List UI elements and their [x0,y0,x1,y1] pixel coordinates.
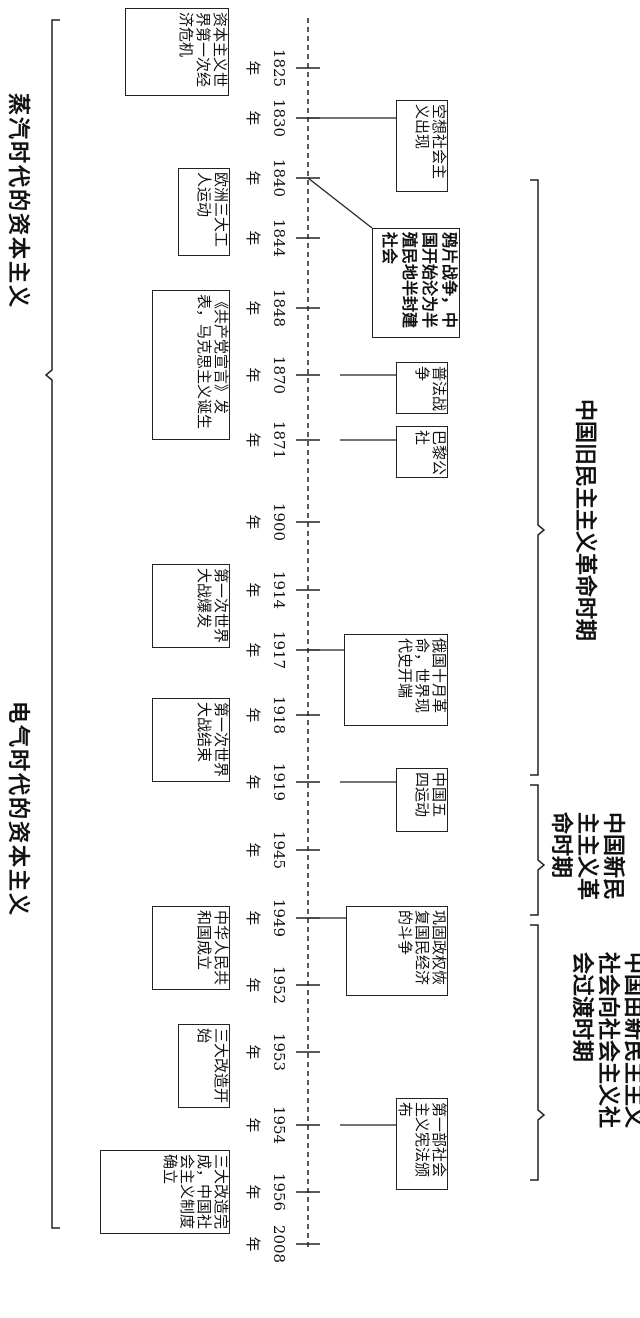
era-brace [44,19,60,1229]
year-label-1900: 1900 [270,502,288,542]
event-box-1949-right: 巩固政权恢复国民经济的斗争 [346,906,448,996]
year-unit-1956: 年 [244,1184,263,1200]
year-unit-1848: 年 [244,300,263,316]
event-box-1840-left: 欧洲三大工人运动 [178,168,230,256]
year-label-1945: 1945 [270,830,288,870]
year-unit-1900: 年 [244,514,263,530]
era-label-steam: 蒸汽时代的资本主义 [5,93,31,310]
period-label-new-democratic: 中国新民 主主义革 命时期 [548,812,626,901]
year-unit-1840: 年 [244,170,263,186]
event-box-1917: 俄国十月革命，世界现代史开端 [344,634,448,726]
year-unit-1871: 年 [244,432,263,448]
year-label-1848: 1848 [270,288,288,328]
year-unit-1919: 年 [244,774,263,790]
event-box-1840-right: 鸦片战争，中国开始沦为半殖民地半封建社会 [372,228,460,338]
year-unit-1952: 年 [244,977,263,993]
event-box-1848: 《共产党宣言》发表，马克思主义诞生 [152,290,230,440]
year-label-1949: 1949 [270,898,288,938]
year-unit-1870: 年 [244,367,263,383]
event-box-1956: 三大改造完成，中国社会主义制度确立 [100,1150,230,1234]
year-label-1871: 1871 [270,420,288,460]
year-unit-1949: 年 [244,910,263,926]
event-box-1949-left: 中华人民共和国成立 [152,906,230,990]
event-box-1954: 第一部社会主义宪法颁布 [396,1098,448,1190]
era-label-electric: 电气时代的资本主义 [5,701,31,918]
year-label-1918: 1918 [270,695,288,735]
year-unit-1914: 年 [244,582,263,598]
year-label-1840: 1840 [270,158,288,198]
year-unit-1917: 年 [244,642,263,658]
event-box-1918: 第一次世界大战结束 [152,698,230,782]
period-brace-old [530,179,546,776]
year-label-1954: 1954 [270,1105,288,1145]
year-label-1844: 1844 [270,218,288,258]
year-unit-1844: 年 [244,230,263,246]
year-unit-1945: 年 [244,842,263,858]
year-label-1825: 1825 [270,48,288,88]
year-unit-1830: 年 [244,110,263,126]
event-box-1871: 巴黎公社 [396,426,448,478]
event-box-1870: 普法战争 [396,362,448,414]
year-label-1830: 1830 [270,98,288,138]
year-label-1917: 1917 [270,630,288,670]
year-unit-1918: 年 [244,707,263,723]
year-label-1919: 1919 [270,762,288,802]
year-label-2008: 2008 [270,1224,288,1264]
year-label-1953: 1953 [270,1032,288,1072]
event-box-1953: 三大改造开始 [178,1024,230,1108]
year-unit-2008: 年 [244,1236,263,1252]
period-brace-new [530,784,546,916]
period-label-transition: 中国由新民主主义 社会向社会主义社 会过渡时期 [569,952,640,1129]
event-box-1919: 中国五四运动 [396,768,448,832]
year-label-1870: 1870 [270,355,288,395]
period-label-old-democratic: 中国旧民主主义革命时期 [572,399,598,642]
event-box-1830: 空想社会主义出现 [396,100,448,192]
year-unit-1825: 年 [244,60,263,76]
event-box-1825: 资本主义世界第一次经济危机 [125,8,229,96]
event-box-1914: 第一次世界大战爆发 [152,564,230,648]
period-brace-transition [530,924,546,1181]
year-unit-1954: 年 [244,1117,263,1133]
year-label-1952: 1952 [270,965,288,1005]
year-unit-1953: 年 [244,1044,263,1060]
year-label-1956: 1956 [270,1172,288,1212]
year-label-1914: 1914 [270,570,288,610]
